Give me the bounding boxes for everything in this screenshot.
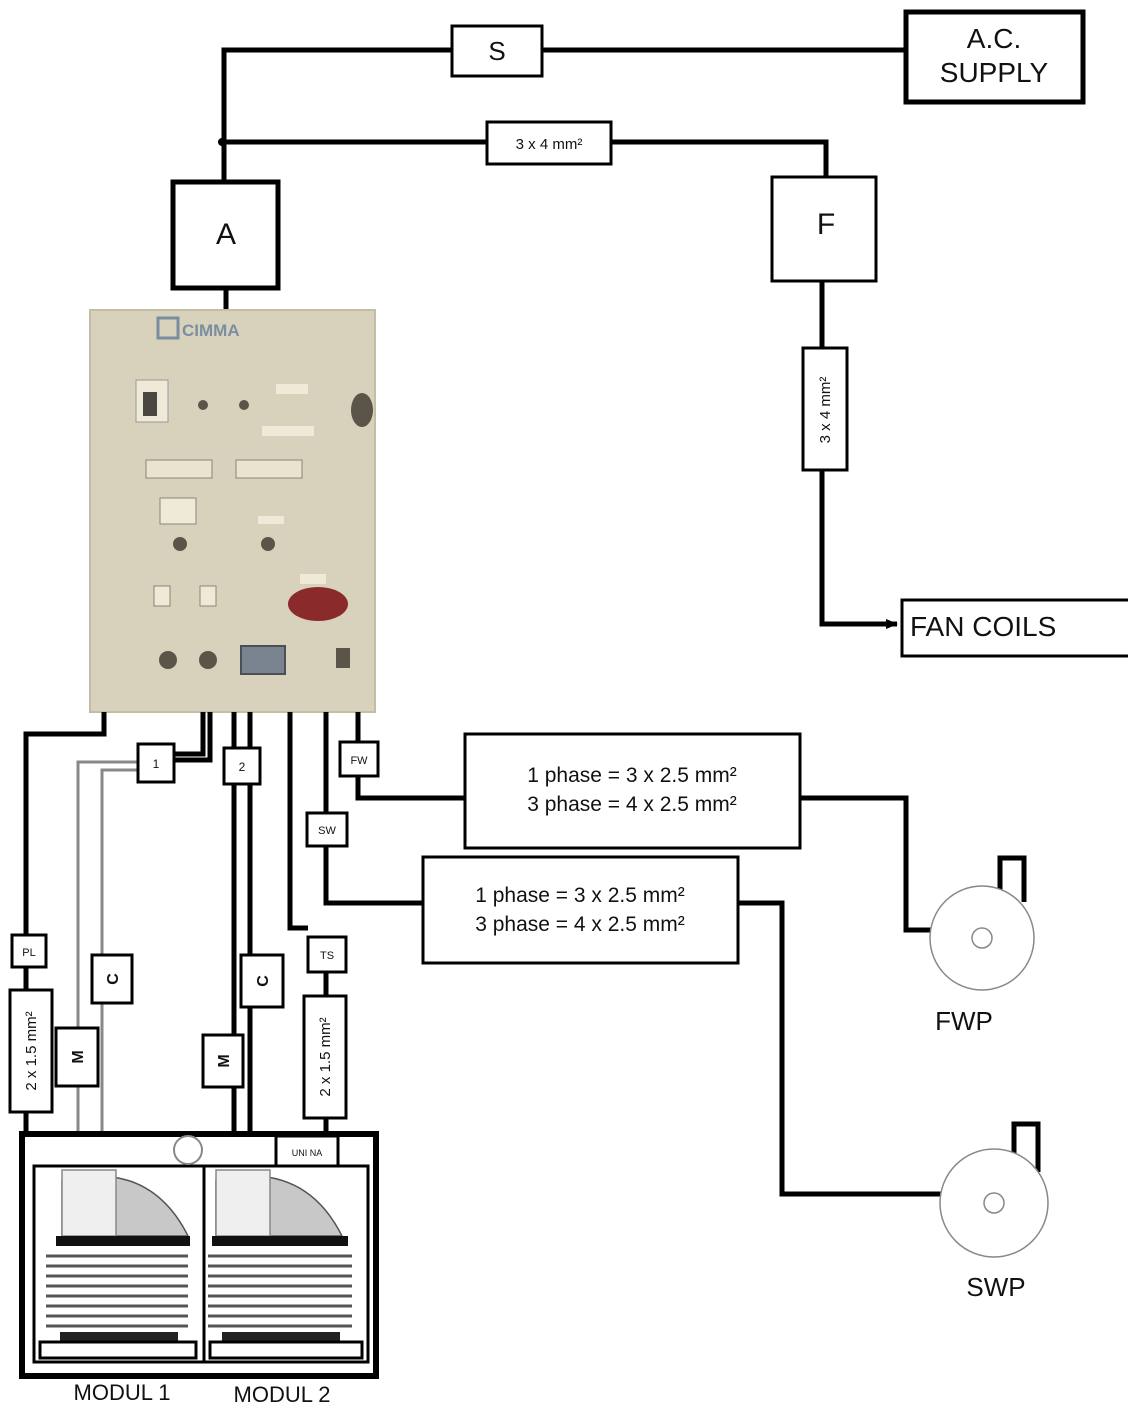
fan-coils-box: FAN COILS [900,598,1128,658]
fwp-cable-box: 1 phase = 3 x 2.5 mm² 3 phase = 4 x 2.5 … [463,732,802,850]
right-sensor-cable-label: 2 x 1.5 mm² [317,1017,334,1096]
tag-c1-label: C [105,973,122,985]
indicator-lamp [239,400,249,410]
tag-pl: PL [10,933,48,969]
tag-sw-label: SW [318,825,336,837]
panel-knob [199,651,217,669]
ac-supply-line2: SUPPLY [940,57,1049,88]
unit-label: UNI NA [292,1148,323,1158]
tag-m2: M [201,1033,245,1089]
control-panel: CIMMA [89,309,376,713]
breaker-f-box: F [770,175,878,283]
swp-cable-3phase: 3 phase = 4 x 2.5 mm² [475,913,685,936]
right-sensor-cable-tag: 2 x 1.5 mm² [302,994,348,1120]
tag-m1: M [54,1026,100,1088]
tag-2: 2 [222,746,262,786]
swp-label: SWP [966,1272,1025,1302]
chiller-unit: UNI NA [19,1131,379,1379]
panel-button [336,648,350,668]
panel-module [159,497,197,525]
tag-c2-label: C [255,975,272,987]
tag-pl-label: PL [22,947,35,959]
tag-1-label: 1 [153,757,160,771]
tag-m2-label: M [216,1054,233,1067]
tag-ts-label: TS [320,950,334,962]
top-wiring [221,47,906,627]
fan-coils-label: FAN COILS [910,611,1056,642]
relay-block [235,459,303,479]
cimma-logo: CIMMA [156,316,240,340]
relay-block [145,459,213,479]
unit-port-icon [173,1135,203,1165]
lower-wiring [23,712,944,1197]
swp-pump-icon [939,1121,1049,1258]
fwp-pump-icon [929,855,1035,991]
swp-cable-box: 1 phase = 3 x 2.5 mm² 3 phase = 4 x 2.5 … [421,855,740,965]
supply-cable-label: 3 x 4 mm² [516,136,583,153]
fan-coil-cable-label: 3 x 4 mm² [817,377,834,444]
left-sensor-cable-tag: 2 x 1.5 mm² [8,988,54,1114]
panel-knob [173,537,187,551]
panel-knob [261,537,275,551]
cimma-brand-label: CIMMA [182,321,240,340]
panel-knob [159,651,177,669]
fan-coil-cable-tag: 3 x 4 mm² [801,346,849,472]
panel-display [276,384,308,394]
tag-fw-label: FW [350,755,368,767]
panel-switch [153,585,171,607]
swp-cable-1phase: 1 phase = 3 x 2.5 mm² [475,884,685,907]
tag-sw: SW [305,811,349,848]
tag-m1-label: M [70,1050,87,1063]
panel-display [258,516,284,524]
switch-s-label: S [488,36,505,66]
switch-s-box: S [450,24,544,78]
tag-ts: TS [306,935,348,974]
junction-dot [218,138,226,146]
module-1-compressor [38,1169,198,1360]
arrow-icon [886,619,898,629]
fwp-label: FWP [935,1006,993,1036]
supply-cable-tag: 3 x 4 mm² [485,120,613,166]
tag-1: 1 [136,742,176,784]
fwp-cable-3phase: 3 phase = 4 x 2.5 mm² [527,793,737,816]
ac-supply-box: A.C. SUPPLY [903,9,1086,105]
breaker-f-label: F [817,208,835,241]
panel-display [300,574,326,584]
panel-gauge [351,393,373,427]
breaker-a-label: A [216,218,236,251]
modul-1-label: MODUL 1 [74,1380,171,1405]
tag-2-label: 2 [239,760,246,774]
module-2-compressor [208,1169,364,1360]
left-sensor-cable-label: 2 x 1.5 mm² [23,1011,40,1090]
panel-switch [199,585,217,607]
panel-display-screen [240,645,286,675]
isolator-handle [288,587,348,621]
tag-c2: C [239,953,285,1009]
breaker-a-box: A [170,179,281,291]
indicator-lamp [198,400,208,410]
tag-fw: FW [338,740,380,778]
gray-wires [76,760,138,1134]
panel-display [262,426,314,436]
modul-2-label: MODUL 2 [234,1382,331,1407]
fwp-cable-1phase: 1 phase = 3 x 2.5 mm² [527,764,737,787]
ac-supply-line1: A.C. [967,23,1021,54]
tag-c1: C [90,953,134,1005]
